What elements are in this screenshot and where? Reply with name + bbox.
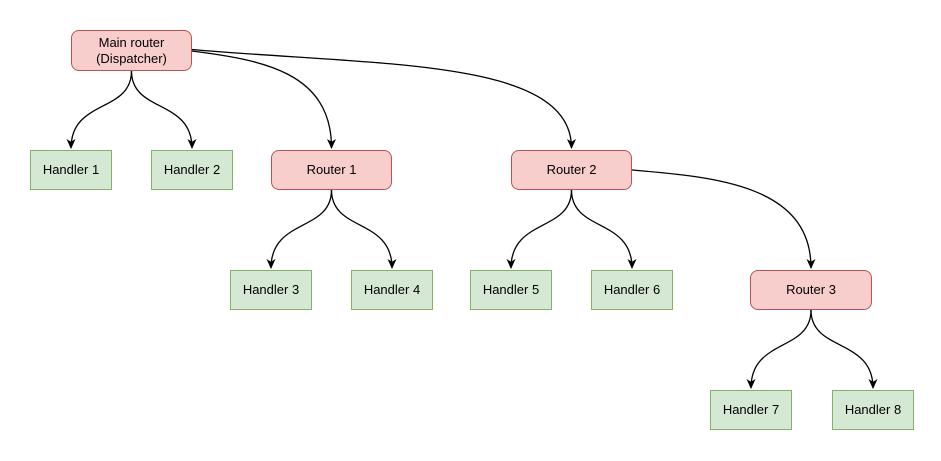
edge-main-to-handler1	[66, 70, 133, 149]
edge-router3-to-handler7	[746, 309, 812, 389]
node-handler-6: Handler 6	[591, 270, 673, 310]
edge-router2-to-handler5	[506, 189, 573, 269]
node-handler-3: Handler 3	[230, 270, 312, 310]
node-router-1-label: Router 1	[306, 162, 357, 177]
node-handler-7: Handler 7	[710, 390, 792, 430]
edge-main-to-handler2	[130, 70, 197, 149]
edge-router2-to-router3	[631, 169, 816, 269]
node-handler-4: Handler 4	[351, 270, 433, 310]
node-handler-8: Handler 8	[832, 390, 914, 430]
node-router-3: Router 3	[750, 270, 872, 310]
node-main-router: Main router (Dispatcher)	[71, 30, 192, 71]
node-handler-5-label: Handler 5	[482, 282, 540, 297]
node-handler-1: Handler 1	[30, 150, 112, 190]
edge-router2-to-handler6	[570, 189, 637, 269]
node-handler-1-label: Handler 1	[42, 162, 100, 177]
node-handler-8-label: Handler 8	[844, 402, 902, 417]
edge-router1-to-handler4	[330, 189, 397, 269]
node-router-3-label: Router 3	[786, 282, 836, 297]
edge-router1-to-handler3	[266, 189, 333, 269]
edge-main-to-router2	[191, 48, 576, 149]
node-router-1: Router 1	[271, 150, 392, 190]
node-handler-6-label: Handler 6	[603, 282, 661, 297]
node-handler-5: Handler 5	[470, 270, 552, 310]
node-handler-4-label: Handler 4	[363, 282, 421, 297]
edge-main-to-router1	[191, 50, 336, 149]
node-router-2: Router 2	[511, 150, 632, 190]
node-handler-2: Handler 2	[151, 150, 233, 190]
node-main-router-label: Main router (Dispatcher)	[96, 34, 167, 66]
node-router-2-label: Router 2	[546, 162, 597, 177]
node-handler-7-label: Handler 7	[722, 402, 780, 417]
edge-router3-to-handler8	[810, 309, 878, 389]
node-handler-2-label: Handler 2	[163, 162, 221, 177]
node-handler-3-label: Handler 3	[242, 282, 300, 297]
